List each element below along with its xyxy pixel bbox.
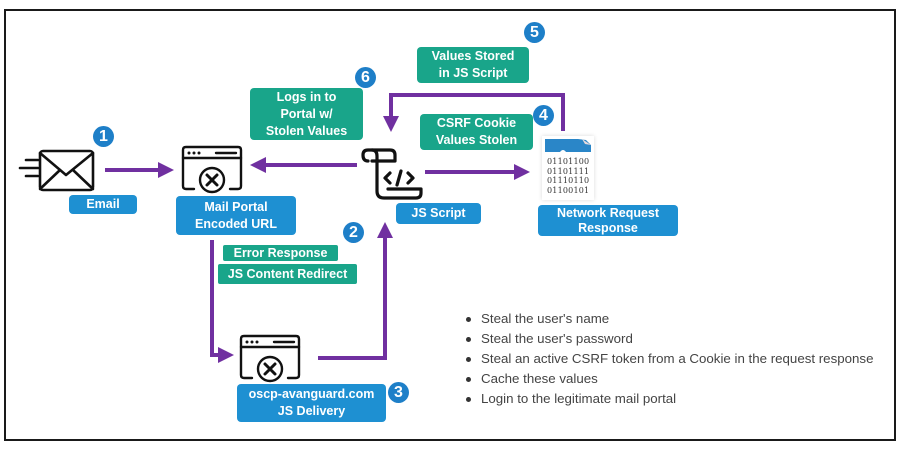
delivery-label: oscp-avanguard.com JS Delivery xyxy=(237,384,386,422)
network-response-line1: Network Request xyxy=(556,205,660,220)
logs-in-line3: Stolen Values xyxy=(265,123,348,138)
network-response-line2: Response xyxy=(578,220,638,235)
logs-in-annotation: Logs in to Portal w/ Stolen Values xyxy=(250,88,363,140)
binary-line: 01101111 xyxy=(547,166,590,176)
values-stored-annotation: Values Stored in JS Script xyxy=(417,47,529,83)
binary-line: 01100101 xyxy=(547,185,590,195)
step-badge-2: 2 xyxy=(343,222,364,243)
browser-error-icon xyxy=(181,145,243,194)
arrow-network-to-script xyxy=(383,93,565,132)
binary-line: 01101100 xyxy=(547,157,590,166)
mail-portal-label: Mail Portal Encoded URL xyxy=(176,196,296,235)
values-stored-line2: in JS Script xyxy=(438,66,508,80)
logs-in-line2: Portal w/ xyxy=(280,106,333,121)
mail-portal-label-line2: Encoded URL xyxy=(195,216,277,231)
arrow-portal-to-delivery xyxy=(210,240,234,363)
list-item: Cache these values xyxy=(462,369,873,389)
step-badge-1: 1 xyxy=(93,126,114,147)
goals-list: Steal the user's name Steal the user's p… xyxy=(462,309,873,409)
network-response-label: Network Request Response xyxy=(538,205,678,236)
logs-in-line1: Logs in to xyxy=(276,89,337,104)
mail-portal-label-line1: Mail Portal xyxy=(204,199,268,214)
list-item: Steal the user's name xyxy=(462,309,873,329)
csrf-stolen-annotation: CSRF Cookie Values Stolen xyxy=(420,114,533,150)
binary-document-icon: 01101100 01101111 01110110 01100101 xyxy=(542,136,594,200)
values-stored-line1: Values Stored xyxy=(431,49,515,63)
delivery-label-line2: JS Delivery xyxy=(277,404,346,418)
envelope-icon xyxy=(18,149,95,192)
list-item: Steal an active CSRF token from a Cookie… xyxy=(462,349,873,369)
binary-line: 01110110 xyxy=(547,176,590,185)
step-badge-3: 3 xyxy=(388,382,409,403)
error-response-annotation: Error Response xyxy=(223,245,338,261)
step-badge-6: 6 xyxy=(355,67,376,88)
script-scroll-icon xyxy=(361,148,423,200)
step-badge-5: 5 xyxy=(524,22,545,43)
js-redirect-annotation: JS Content Redirect xyxy=(218,264,357,284)
list-item: Steal the user's password xyxy=(462,329,873,349)
list-item: Login to the legitimate mail portal xyxy=(462,389,873,409)
step-badge-4: 4 xyxy=(533,105,554,126)
js-script-label: JS Script xyxy=(396,203,481,224)
csrf-stolen-line2: Values Stolen xyxy=(435,133,518,147)
binary-lines: 01101100 01101111 01110110 01100101 xyxy=(547,157,589,195)
arrow-delivery-to-script xyxy=(318,222,393,360)
email-label: Email xyxy=(69,195,137,214)
delivery-label-line1: oscp-avanguard.com xyxy=(248,387,375,401)
browser-error-icon xyxy=(239,334,301,383)
csrf-stolen-line1: CSRF Cookie xyxy=(436,116,517,130)
